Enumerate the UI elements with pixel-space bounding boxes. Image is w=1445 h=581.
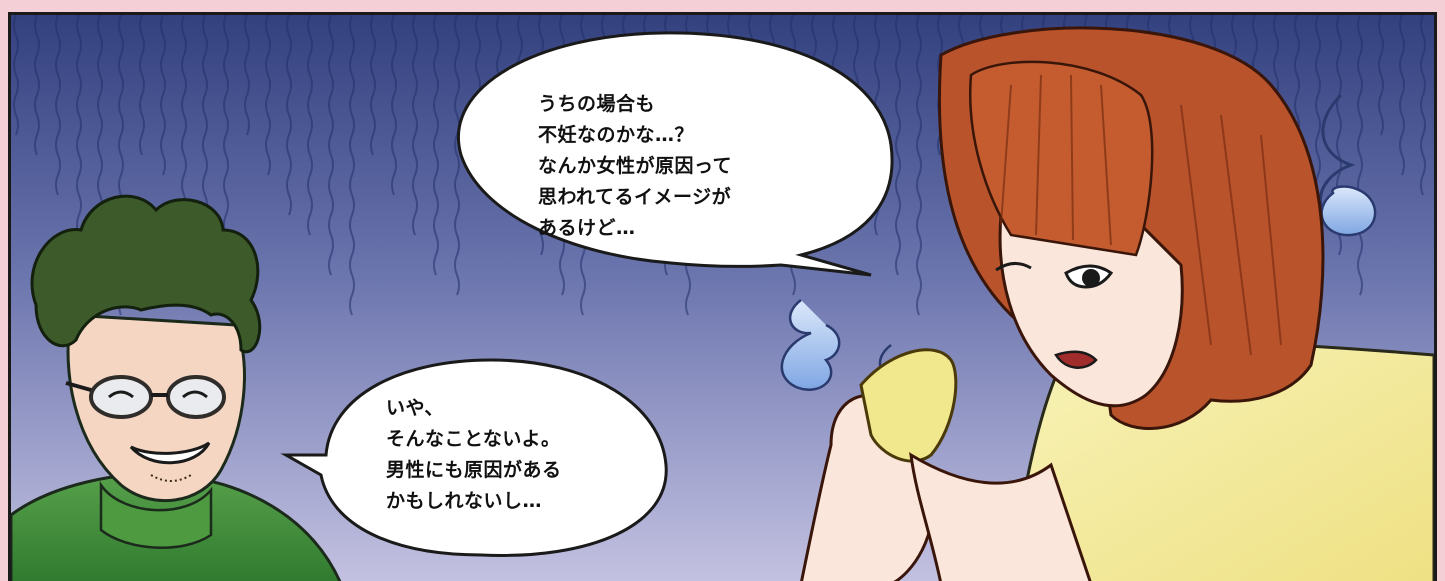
man-bubble-text: いや、そんなことないよ。男性にも原因があるかもしれないし… [386, 393, 562, 517]
woman-speech-bubble [457, 31, 894, 277]
dialogue-line: かもしれないし… [386, 490, 543, 512]
woman-character [800, 26, 1434, 581]
gloom-streak [328, 15, 334, 276]
gloom-streak [307, 15, 313, 236]
gloom-streak [349, 15, 355, 316]
gloom-streak [55, 15, 61, 196]
gloom-streak [160, 15, 166, 176]
gloom-streak [181, 15, 187, 216]
gloom-streak [34, 15, 40, 156]
gloom-streak [895, 15, 901, 276]
dialogue-line: なんか女性が原因って [538, 155, 733, 177]
comic-panel: うちの場合も不妊なのかな…？なんか女性が原因って思われてるイメージがあるけど… … [8, 12, 1437, 581]
gloom-streak [1399, 15, 1405, 176]
sigh-wisp [780, 299, 841, 391]
dialogue-line: うちの場合も [538, 93, 656, 115]
gloom-streak [391, 15, 397, 196]
gloom-streak [1420, 15, 1426, 196]
dialogue-line: いや、 [386, 397, 444, 419]
dialogue-line: あるけど… [538, 217, 636, 239]
gloom-streak [139, 15, 145, 156]
gloom-streak [1357, 15, 1363, 296]
man-speech-bubble [280, 358, 668, 557]
woman-bubble-text: うちの場合も不妊なのかな…？ なんか女性が原因って思われてるイメージがあるけど… [538, 89, 732, 244]
gloom-streak [244, 15, 250, 136]
gloom-streak [265, 15, 271, 176]
gloom-streak [916, 15, 922, 316]
gloom-streak [1378, 15, 1384, 136]
gloom-streak [76, 15, 82, 236]
man-character [11, 194, 342, 581]
dialogue-line: 男性にも原因がある [386, 459, 562, 481]
panel-scene [11, 15, 1434, 581]
dialogue-line: 不妊なのかな…？ [538, 124, 695, 146]
gloom-streak [286, 15, 292, 216]
gloom-streak [433, 15, 439, 276]
dialogue-line: 思われてるイメージが [538, 186, 732, 208]
dialogue-line: そんなことないよ。 [386, 428, 561, 450]
gloom-streak [13, 15, 19, 136]
gloom-streak [454, 15, 460, 296]
gloom-streak [412, 15, 418, 236]
gloom-streak [370, 15, 376, 156]
sigh-wisp [1318, 93, 1377, 237]
